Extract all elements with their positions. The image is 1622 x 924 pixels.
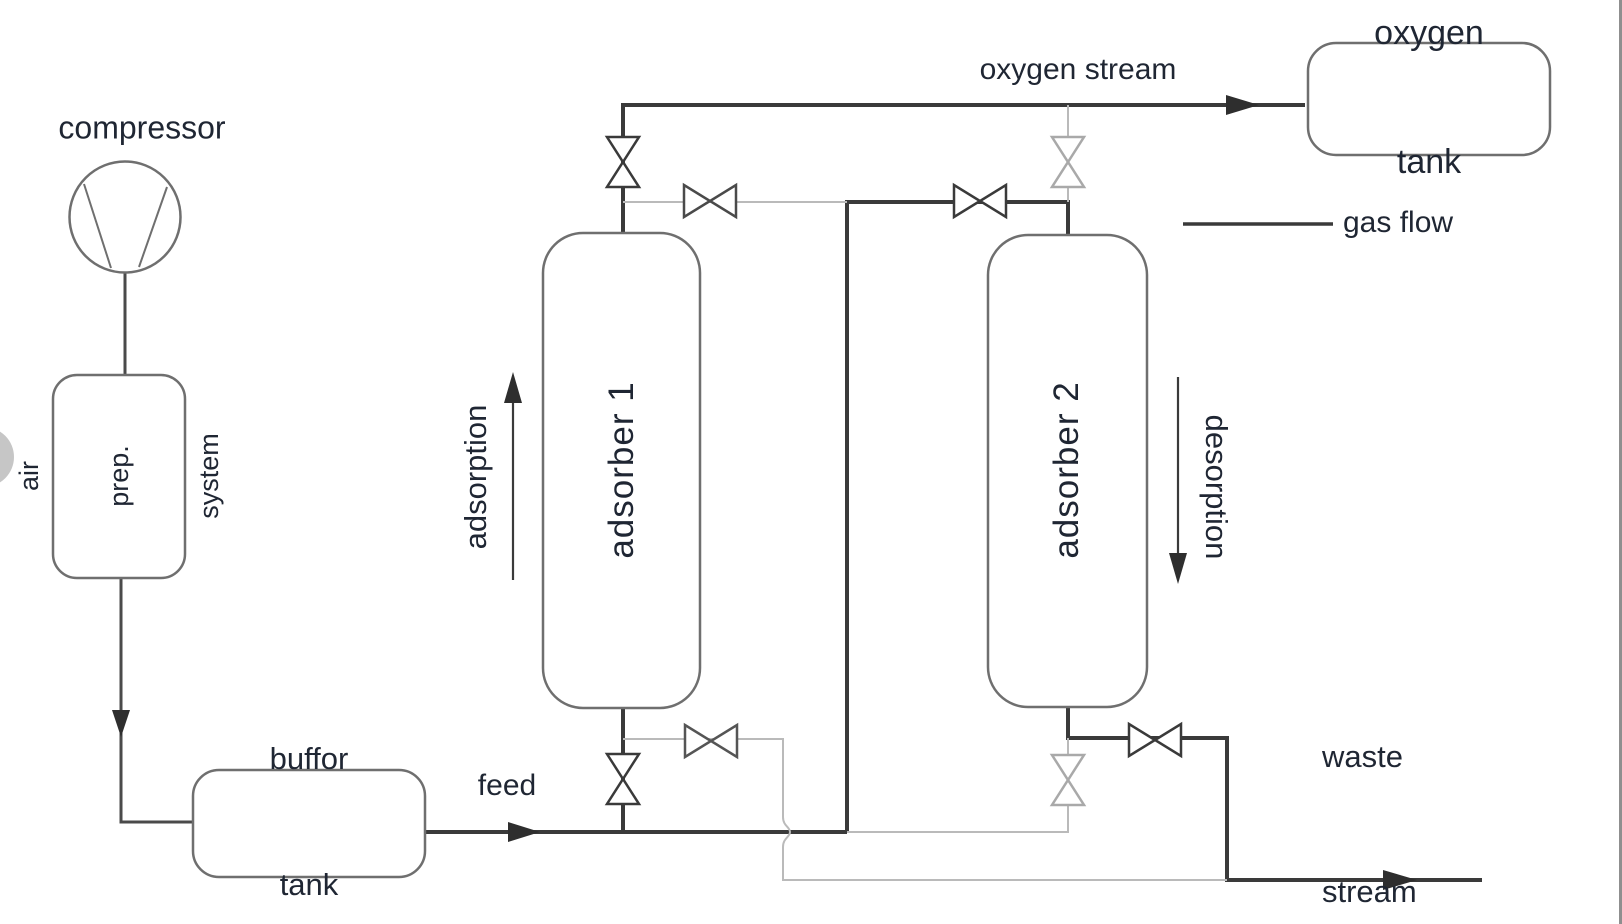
valve-adsorber2-bottom-lower [1049,777,1087,807]
valve-waste-r [1152,721,1183,759]
phase-arrows [504,372,1187,584]
gas-flow-legend-label: gas flow [1343,205,1454,239]
scroll-nub[interactable] [0,427,14,487]
valves-layer [604,135,1183,807]
valve-equalization-left-l [682,182,713,220]
valve-equalization-right [952,182,1008,220]
pipe-adsorber1-purge-gray [623,738,1227,881]
compressor-vane-left [83,183,112,269]
window-edge [1619,0,1622,924]
valve-adsorber2-bottom-upper [1049,753,1087,783]
valve-adsorber1-purge-r [708,722,739,760]
desorption-label: desorption [1198,414,1234,560]
adsorption-label: adsorption [458,404,494,550]
compressor-symbol [68,160,182,274]
valve-equalization-left [682,182,738,220]
compressor-vane-right [138,186,168,268]
valve-adsorber1-bottom [604,752,642,806]
air-prep-label-line2: prep. [104,445,134,507]
adsorber1-label: adsorber 1 [601,381,641,559]
valve-adsorber2-top [1049,135,1087,189]
valve-equalization-right-l [952,182,983,220]
adsorption-arrow-head [504,372,522,403]
pipe-waste [1066,707,1482,882]
buffer-tank-vessel [191,768,427,879]
valve-adsorber1-purge-l [683,722,714,760]
valve-equalization-left-r [707,182,738,220]
valve-adsorber1-bottom-upper [604,752,642,782]
waste-stream-label-line1: waste [1322,739,1403,774]
waste-arrow [1383,870,1417,890]
feed-arrow [508,822,540,842]
airprep-outlet-arrow [112,710,130,737]
valve-adsorber1-top [604,135,642,189]
valve-adsorber2-top-upper [1049,135,1087,165]
oxygen-arrow [1226,95,1259,115]
oxygen-tank-label-line2: tank [1396,143,1462,181]
valve-adsorber1-purge [683,722,739,760]
pipe-airprep-to-buffer [119,578,193,824]
equipment-layer [51,41,1552,879]
oxygen-tank-vessel [1306,41,1552,157]
active-pipes [425,103,1482,882]
air-prep-label-line3: system [194,433,224,519]
valve-adsorber2-bottom [1049,753,1087,807]
valve-adsorber1-top-upper [604,135,642,165]
air-prep-label: air prep. system [0,433,284,519]
compressor-label: compressor [58,109,226,146]
oxygen-tank-label: oxygen tank [1374,0,1484,270]
buffer-tank-label-line2: tank [279,867,339,902]
oxygen-tank-label-line1: oxygen [1374,14,1484,52]
desorption-arrow-head [1169,553,1187,584]
feed-label: feed [477,768,537,802]
adsorber2-vessel [986,233,1149,709]
valve-waste [1127,721,1183,759]
oxygen-stream-label: oxygen stream [979,52,1177,86]
buffer-tank-label: buffor tank [270,654,349,924]
valve-adsorber1-top-lower [604,159,642,189]
flow-arrows [112,95,1417,890]
valve-adsorber1-bottom-lower [604,776,642,806]
utility-pipes [119,273,193,824]
adsorber1-vessel [541,231,702,710]
pipe-feed-extension-gray [847,738,1069,833]
air-prep-vessel [51,373,187,580]
valve-waste-l [1127,721,1158,759]
buffer-tank-label-line1: buffor [269,741,349,776]
valve-equalization-right-r [977,182,1008,220]
adsorber2-label: adsorber 2 [1046,381,1086,559]
waste-stream-label: waste stream [1322,644,1417,924]
waste-stream-label-line2: stream [1322,874,1417,909]
pipe-oxygen-header [621,103,1305,233]
air-prep-label-line1: air [14,460,44,492]
valve-adsorber2-top-lower [1049,159,1087,189]
